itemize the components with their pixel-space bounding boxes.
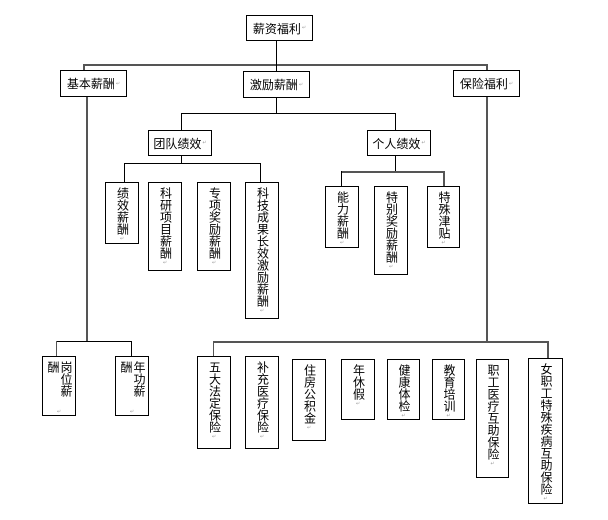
paragraph-mark: ↵: [259, 434, 265, 440]
node-basic-pay: 基本薪酬↵: [60, 70, 127, 97]
paragraph-mark: ↵: [401, 413, 406, 419]
connector-basic-down: [86, 96, 88, 341]
connector-insurance-up: [486, 64, 488, 71]
connector-basic-child-2: [131, 341, 132, 356]
connector-individual-bar: [341, 171, 445, 173]
node-insurance-item: 女职工特殊疾病互助保险↵: [528, 358, 563, 504]
node-label: 科技成果长效激励薪酬: [255, 187, 270, 307]
node-insurance-item: 教育培训↵: [432, 359, 465, 420]
paragraph-mark: ↵: [388, 264, 394, 270]
connector-basic-children-bar: [56, 341, 131, 342]
node-label: 个人绩效: [372, 136, 421, 151]
node-label: 补充医疗保险: [255, 361, 270, 433]
node-team-performance: 团队绩效↵: [148, 130, 212, 156]
paragraph-mark: ↵: [421, 140, 426, 146]
connector-individual-up: [395, 113, 396, 130]
node-individual-performance: 个人绩效↵: [367, 130, 431, 156]
paragraph-mark: ↵: [446, 413, 451, 419]
paragraph-mark: ↵: [202, 140, 207, 146]
node-label: 教育培训: [442, 364, 456, 412]
node-label: 职工医疗互助保险: [486, 364, 500, 460]
connector-insurance-child-1: [213, 341, 214, 356]
connector-root-down: [276, 40, 277, 64]
node-label: 健康体检: [397, 364, 411, 412]
node-label: 专项奖励薪酬: [207, 187, 222, 259]
connector-individual-child-1: [341, 171, 342, 186]
node-insurance-item: 职工医疗互助保险↵: [476, 359, 509, 478]
node-basic-item: 岗位薪酬 ↵: [42, 356, 76, 416]
node-label: 团队绩效: [153, 136, 202, 151]
paragraph-mark: ↵: [298, 81, 304, 88]
connector-level1-bar: [83, 64, 487, 66]
paragraph-mark: ↵: [211, 260, 217, 266]
node-team-item: 科技成果长效激励薪酬↵: [245, 182, 279, 319]
node-insurance-item: 补充医疗保险↵: [245, 356, 279, 449]
node-label: 科研项目薪酬: [158, 187, 173, 259]
connector-incentive-down: [276, 97, 277, 113]
paragraph-mark: ↵: [301, 25, 307, 31]
paragraph-mark: ↵: [56, 409, 62, 415]
paragraph-mark: ↵: [490, 461, 495, 467]
node-label: 五大法定保险: [207, 361, 222, 433]
node-label: 女职工特殊疾病互助保险: [539, 363, 553, 495]
node-label: 年休假: [351, 364, 366, 400]
paragraph-mark: ↵: [162, 260, 168, 266]
node-label: 岗位薪酬: [46, 361, 73, 397]
connector-individual-child-3: [443, 171, 445, 186]
node-team-item: 科研项目薪酬↵: [148, 182, 182, 271]
node-insurance-benefits: 保险福利↵: [453, 70, 520, 97]
paragraph-mark: ↵: [259, 308, 265, 314]
node-individual-item: 能力薪酬↵: [325, 186, 359, 248]
connector-team-child-4: [260, 163, 261, 182]
node-insurance-item: 年休假↵: [341, 359, 375, 420]
connector-team-down: [181, 155, 182, 164]
connector-incentive-bar: [181, 113, 396, 114]
node-insurance-item: 五大法定保险↵: [197, 356, 231, 449]
node-label: 能力薪酬: [335, 191, 350, 239]
connector-team-up: [181, 113, 182, 130]
paragraph-mark: ↵: [115, 80, 121, 87]
node-team-item: 绩效薪酬↵: [105, 182, 139, 244]
connector-individual-down: [395, 155, 396, 171]
paragraph-mark: ↵: [119, 236, 125, 242]
paragraph-mark: ↵: [543, 496, 548, 502]
paragraph-mark: ↵: [129, 409, 135, 415]
node-incentive-pay: 激励薪酬↵: [243, 71, 310, 98]
connector-basic-up: [83, 64, 85, 71]
paragraph-mark: ↵: [355, 401, 361, 407]
connector-insurance-down: [486, 96, 488, 342]
node-label: 特别奖励薪酬: [384, 191, 399, 263]
paragraph-mark: ↵: [211, 434, 217, 440]
connector-basic-child-1: [56, 341, 57, 356]
root-node: 薪资福利↵: [246, 15, 313, 41]
connector-team-bar: [124, 163, 261, 164]
paragraph-mark: ↵: [339, 240, 345, 246]
root-label: 薪资福利: [252, 21, 301, 36]
connector-insurance-child-8: [547, 341, 549, 358]
paragraph-mark: ↵: [508, 80, 514, 87]
node-insurance-item: 住房公积金↵: [292, 359, 326, 441]
paragraph-mark: ↵: [441, 240, 446, 246]
connector-team-child-1: [124, 163, 125, 182]
node-label: 住房公积金: [302, 364, 317, 424]
node-individual-item: 特别奖励薪酬↵: [374, 186, 408, 275]
node-insurance-item: 健康体检↵: [387, 359, 420, 420]
node-label: 基本薪酬: [66, 77, 115, 91]
node-label: 年功薪酬: [119, 361, 146, 397]
node-individual-item: 特殊津贴↵: [427, 186, 460, 248]
node-label: 绩效薪酬: [115, 187, 130, 235]
node-basic-item: 年功薪酬 ↵: [115, 356, 149, 416]
connector-insurance-bar: [213, 341, 548, 343]
paragraph-mark: ↵: [306, 425, 312, 431]
node-label: 特殊津贴: [437, 191, 451, 239]
node-label: 保险福利: [459, 77, 508, 91]
node-team-item: 专项奖励薪酬↵: [197, 182, 231, 271]
node-label: 激励薪酬: [249, 78, 298, 92]
connector-incentive-up: [276, 64, 277, 72]
